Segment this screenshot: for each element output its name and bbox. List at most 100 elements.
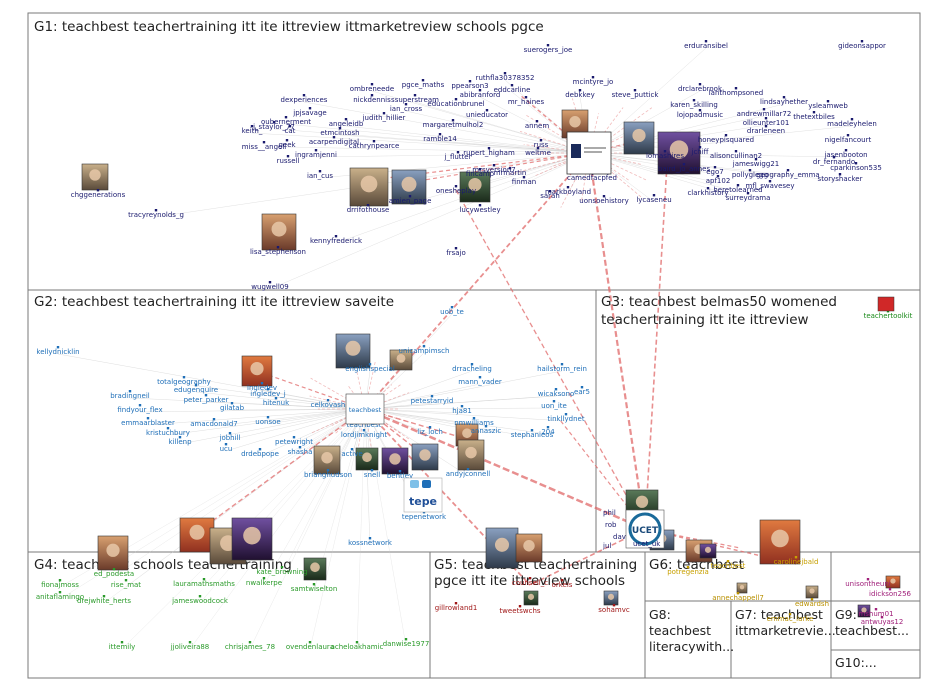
node-russ[interactable]: russ bbox=[534, 139, 549, 149]
node-rupert_higham[interactable]: rupert_higham bbox=[463, 147, 515, 157]
node-miss__angell[interactable]: miss__angell bbox=[242, 141, 286, 151]
node-geek[interactable]: geek bbox=[278, 139, 296, 149]
node-brianghudson[interactable]: brianghudson bbox=[304, 469, 352, 479]
node-englishspecial[interactable]: englishspecial bbox=[345, 363, 395, 373]
node-lauramathsmaths[interactable]: lauramathsmaths bbox=[173, 578, 235, 588]
node-liz_loch[interactable]: liz_loch bbox=[417, 426, 443, 436]
node-orkeis[interactable]: orkeis bbox=[552, 579, 573, 589]
node-tracyreynolds_g[interactable]: tracyreynolds_g bbox=[128, 209, 184, 219]
node-drdebpope[interactable]: drdebpope bbox=[241, 448, 279, 458]
node-emmac_larke[interactable]: emmac_larke bbox=[767, 613, 814, 623]
node-margaretmulhol2[interactable]: margaretmulhol2 bbox=[423, 119, 484, 129]
ucet-logo[interactable]: UCET bbox=[625, 509, 665, 549]
node-mrsversion7[interactable]: mrsversion7 bbox=[472, 164, 516, 174]
node-teachertoolkit[interactable]: teachertoolkit bbox=[864, 310, 913, 320]
node-cathrynpearce[interactable]: cathrynpearce bbox=[349, 140, 400, 150]
node-tinkllydnet[interactable]: tinkllydnet bbox=[547, 413, 585, 423]
node-lordjimknight[interactable]: lordjimknight bbox=[341, 429, 387, 439]
node-cat[interactable]: cat bbox=[285, 125, 296, 135]
node-idickson256[interactable]: idickson256 bbox=[869, 588, 912, 598]
node-rise_mat[interactable]: rise_mat bbox=[111, 579, 141, 589]
node-lojopadmusic[interactable]: lojopadmusic bbox=[677, 109, 723, 119]
node-weltme[interactable]: weltme bbox=[525, 147, 551, 157]
node-uon_ite[interactable]: uon_ite bbox=[541, 400, 567, 410]
node-erduransibel[interactable]: erduransibel bbox=[684, 40, 728, 50]
tepe-logo[interactable]: tepe bbox=[403, 477, 443, 513]
node-hailstorm_rein[interactable]: hailstorm_rein bbox=[537, 363, 587, 373]
node-annaszic[interactable]: annaszic bbox=[471, 425, 502, 435]
node-kossnetwork[interactable]: kossnetwork bbox=[348, 537, 393, 547]
node-surreydrama[interactable]: surreydrama bbox=[726, 192, 771, 202]
node-debkkey[interactable]: debkkey bbox=[565, 89, 595, 99]
node-fincamp[interactable]: fincamp bbox=[466, 168, 495, 178]
node-ian_cus[interactable]: ian_cus bbox=[307, 170, 333, 180]
node-annechappell7[interactable]: annechappell7 bbox=[712, 592, 764, 602]
avatar[interactable] bbox=[457, 439, 485, 471]
node-uonsoehistory[interactable]: uonsoehistory bbox=[579, 195, 629, 205]
node-chrisjames_78[interactable]: chrisjames_78 bbox=[225, 641, 275, 651]
node-andyjconnell[interactable]: andyjconnell bbox=[446, 468, 491, 478]
node-suerogers_joe[interactable]: suerogers_joe bbox=[524, 44, 573, 54]
node-jjoliveira88[interactable]: jjoliveira88 bbox=[170, 641, 210, 651]
node-uob_te[interactable]: uob_te bbox=[440, 306, 464, 316]
node-nigelfancourt[interactable]: nigelfancourt bbox=[825, 134, 872, 144]
node-drracheling[interactable]: drracheling bbox=[452, 363, 492, 373]
node-thetextbiles[interactable]: thetextbiles bbox=[793, 111, 835, 121]
node-wugwell09[interactable]: wugwell09 bbox=[251, 281, 289, 291]
node-ysleamweb[interactable]: ysleamweb bbox=[808, 100, 848, 110]
node-kellydnicklin[interactable]: kellydnicklin bbox=[36, 346, 80, 356]
node-andrewmillar72[interactable]: andrewmillar72 bbox=[737, 108, 792, 118]
node-fionajmoss[interactable]: fionajmoss bbox=[41, 579, 79, 589]
node-clarkhistory[interactable]: clarkhistory bbox=[687, 187, 729, 197]
node-jasenbooton[interactable]: jasenbooton bbox=[823, 149, 868, 159]
node-drejwhite_herts[interactable]: drejwhite_herts bbox=[77, 595, 131, 605]
node-hja81[interactable]: hja81 bbox=[452, 405, 472, 415]
node-eddcarline[interactable]: eddcarline bbox=[494, 84, 531, 94]
node-edwardsh[interactable]: edwardsh bbox=[795, 598, 829, 608]
node-acarpendigital[interactable]: acarpendigital bbox=[309, 136, 359, 146]
node-ear5[interactable]: ear5 bbox=[574, 386, 590, 396]
node-unieducator[interactable]: unieducator bbox=[466, 109, 508, 119]
node-drclarebrook[interactable]: drclarebrook bbox=[678, 83, 723, 93]
node-samtwiselton[interactable]: samtwiselton bbox=[291, 583, 338, 593]
node-bradingneil[interactable]: bradingneil bbox=[110, 390, 150, 400]
node-ed_podesta[interactable]: ed_podesta bbox=[94, 568, 134, 578]
node-ego7[interactable]: ego7 bbox=[706, 166, 724, 176]
node-amacdonald7[interactable]: amacdonald7 bbox=[190, 418, 238, 428]
node-angeleidb[interactable]: angeleidb bbox=[329, 118, 364, 128]
node-educationbrunel[interactable]: educationbrunel bbox=[427, 98, 485, 108]
node-ssuperstream[interactable]: ssuperstream bbox=[391, 94, 439, 104]
node-pgce_maths[interactable]: pgce_maths bbox=[402, 79, 445, 89]
node-nickdennis[interactable]: nickdennis bbox=[353, 94, 391, 104]
node-onesheplay[interactable]: onesheplay bbox=[436, 185, 476, 195]
node-apf102[interactable]: apf102 bbox=[706, 175, 731, 185]
node-alisoncullinan2[interactable]: alisoncullinan2 bbox=[710, 150, 762, 160]
node-ppearson3[interactable]: ppearson3 bbox=[451, 80, 489, 90]
node-mann_vader[interactable]: mann_vader bbox=[458, 376, 502, 386]
teachertoolkit-logo[interactable] bbox=[877, 296, 895, 312]
node-anitaflamingo[interactable]: anitaflamingo bbox=[36, 591, 84, 601]
node-karen_skilling[interactable]: karen_skilling bbox=[670, 99, 718, 109]
node-unicampimsch[interactable]: unicampimsch bbox=[399, 345, 450, 355]
node-ramble14[interactable]: ramble14 bbox=[423, 133, 457, 143]
node-cparkinson535[interactable]: cparkinson535 bbox=[830, 162, 882, 172]
node-ian_cross[interactable]: ian_cross bbox=[390, 103, 423, 113]
node-jchiff[interactable]: jchiff bbox=[691, 146, 709, 156]
node-mr_haines[interactable]: mr_haines bbox=[508, 96, 545, 106]
node-totalgeography[interactable]: totalgeography bbox=[157, 376, 211, 386]
node-emmaarblaster[interactable]: emmaarblaster bbox=[121, 417, 175, 427]
node-storyshacker[interactable]: storyshacker bbox=[818, 173, 863, 183]
node-acheloakhamic[interactable]: acheloakhamic bbox=[331, 641, 384, 651]
node-drrifothouse[interactable]: drrifothouse bbox=[347, 204, 390, 214]
node-frsajo[interactable]: frsajo bbox=[446, 247, 466, 257]
node-gilatab[interactable]: gilatab bbox=[220, 402, 245, 412]
node-unisontheuni[interactable]: unisontheuni bbox=[845, 578, 891, 588]
node-potregenzia[interactable]: potregenzia bbox=[667, 566, 709, 576]
cambridge-logo[interactable] bbox=[566, 131, 612, 175]
node-peter_parker[interactable]: peter_parker bbox=[184, 394, 229, 404]
node-bentley[interactable]: bentley bbox=[387, 470, 413, 480]
node-tweetswchs[interactable]: tweetswchs bbox=[499, 605, 541, 615]
node-jameswoodcock[interactable]: jameswoodcock bbox=[171, 595, 229, 605]
node-ingledev_j[interactable]: ingledev_j bbox=[250, 388, 286, 398]
node-killenp[interactable]: killenp bbox=[168, 436, 192, 446]
